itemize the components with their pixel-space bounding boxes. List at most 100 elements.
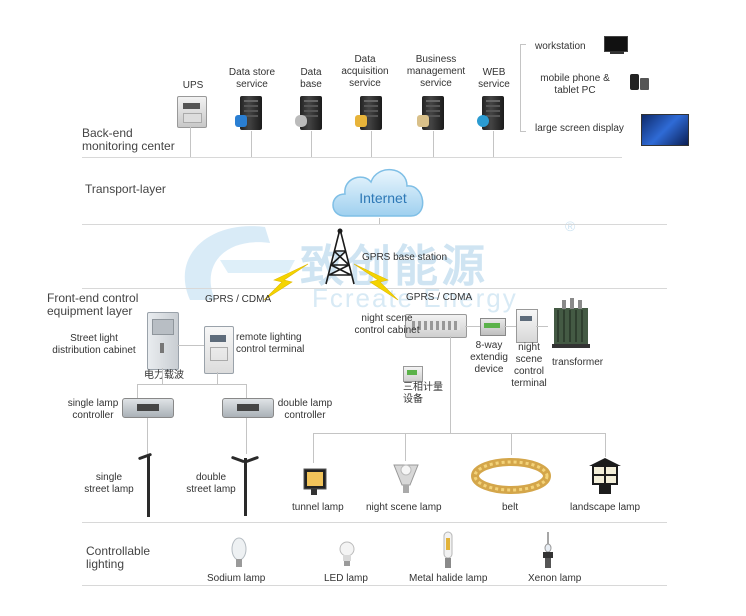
connector [371,131,372,157]
landscape-lamp-label: landscape lamp [570,502,641,513]
tunnel-lamp-label: tunnel lamp [292,502,344,513]
connector [511,433,512,455]
double-lamp-arm-right [244,455,260,464]
sodium-lamp-label: Sodium lamp [207,573,266,584]
database-server-icon [295,96,322,130]
single-lamp-controller [122,398,174,418]
internet-cloud-icon [332,168,424,217]
workstation-icon [604,36,628,52]
large-screen-icon [641,114,689,146]
belt-icon [471,458,551,494]
ups-label: UPS [182,80,204,91]
watermark-logo [184,226,295,300]
single-street-lamp-icon [147,455,150,517]
connector [137,384,247,385]
large-screen-label: large screen display [535,123,624,134]
connector [433,131,434,157]
connector [504,326,516,327]
connector [217,372,218,384]
connector [162,368,163,384]
layer-transport: Transport-layer [85,182,166,196]
divider-3 [82,288,667,289]
led-lamp-label: LED lamp [324,573,368,584]
metal-halide-lamp-icon [443,531,453,568]
mobile-phone-icon [630,74,639,90]
double-lamp-controller [222,398,274,418]
eight-way-device [480,318,506,336]
connector [313,433,605,434]
web-server-icon [477,96,504,130]
connector [177,345,204,346]
workstation-label: workstation [535,41,586,52]
client-bracket [520,44,526,45]
gprs-right-label: GPRS / CDMA [406,292,473,303]
power-carrier-label: 电力载波 [144,370,184,381]
data-store-server-icon [235,96,262,130]
three-phase-label: 三相计量设备 [403,382,443,405]
workstation-stand [610,51,624,54]
sodium-lamp-icon [231,537,247,567]
led-lamp-icon [339,541,355,566]
tunnel-lamp-icon [303,468,327,495]
lightning-left-icon [263,263,309,301]
night-terminal-device [516,309,538,343]
street-light-cabinet [147,312,179,370]
client-bracket [520,131,526,132]
client-bracket [520,44,521,132]
acquisition-server-icon [355,96,382,130]
ups-device [177,96,207,128]
connector [493,131,494,157]
connector [536,326,548,327]
connector [379,218,380,224]
connector [246,418,247,454]
transformer-icon [552,298,590,348]
base-station-label: GPRS base station [362,252,448,263]
connector [147,418,148,454]
watermark-registered: ® [565,218,576,234]
connector [246,384,247,398]
connector [605,433,606,457]
divider-5 [82,585,667,586]
connector [313,433,314,463]
double-lamp-arm-left [230,455,246,464]
night-scene-lamp-icon [393,464,419,493]
three-phase-meter-icon [403,366,423,382]
gprs-left-label: GPRS / CDMA [205,294,272,305]
metal-halide-lamp-label: Metal halide lamp [409,573,488,584]
remote-terminal-device [204,326,234,374]
internet-label: Internet [359,190,407,206]
double-street-lamp-icon [244,458,247,516]
divider-4 [82,522,667,523]
night-cabinet-device [405,314,467,338]
connector [405,433,406,461]
divider-1 [82,157,622,158]
divider-2 [82,224,667,225]
connector [465,326,480,327]
base-station-tower-icon [325,228,355,285]
connector [311,131,312,157]
xenon-lamp-label: Xenon lamp [528,573,582,584]
mobile-label: mobile phone &tablet PC [540,73,610,96]
business-server-icon [417,96,444,130]
landscape-lamp-icon [589,458,621,494]
tablet-icon [640,78,649,90]
connector [190,127,191,157]
belt-label: belt [502,502,519,513]
